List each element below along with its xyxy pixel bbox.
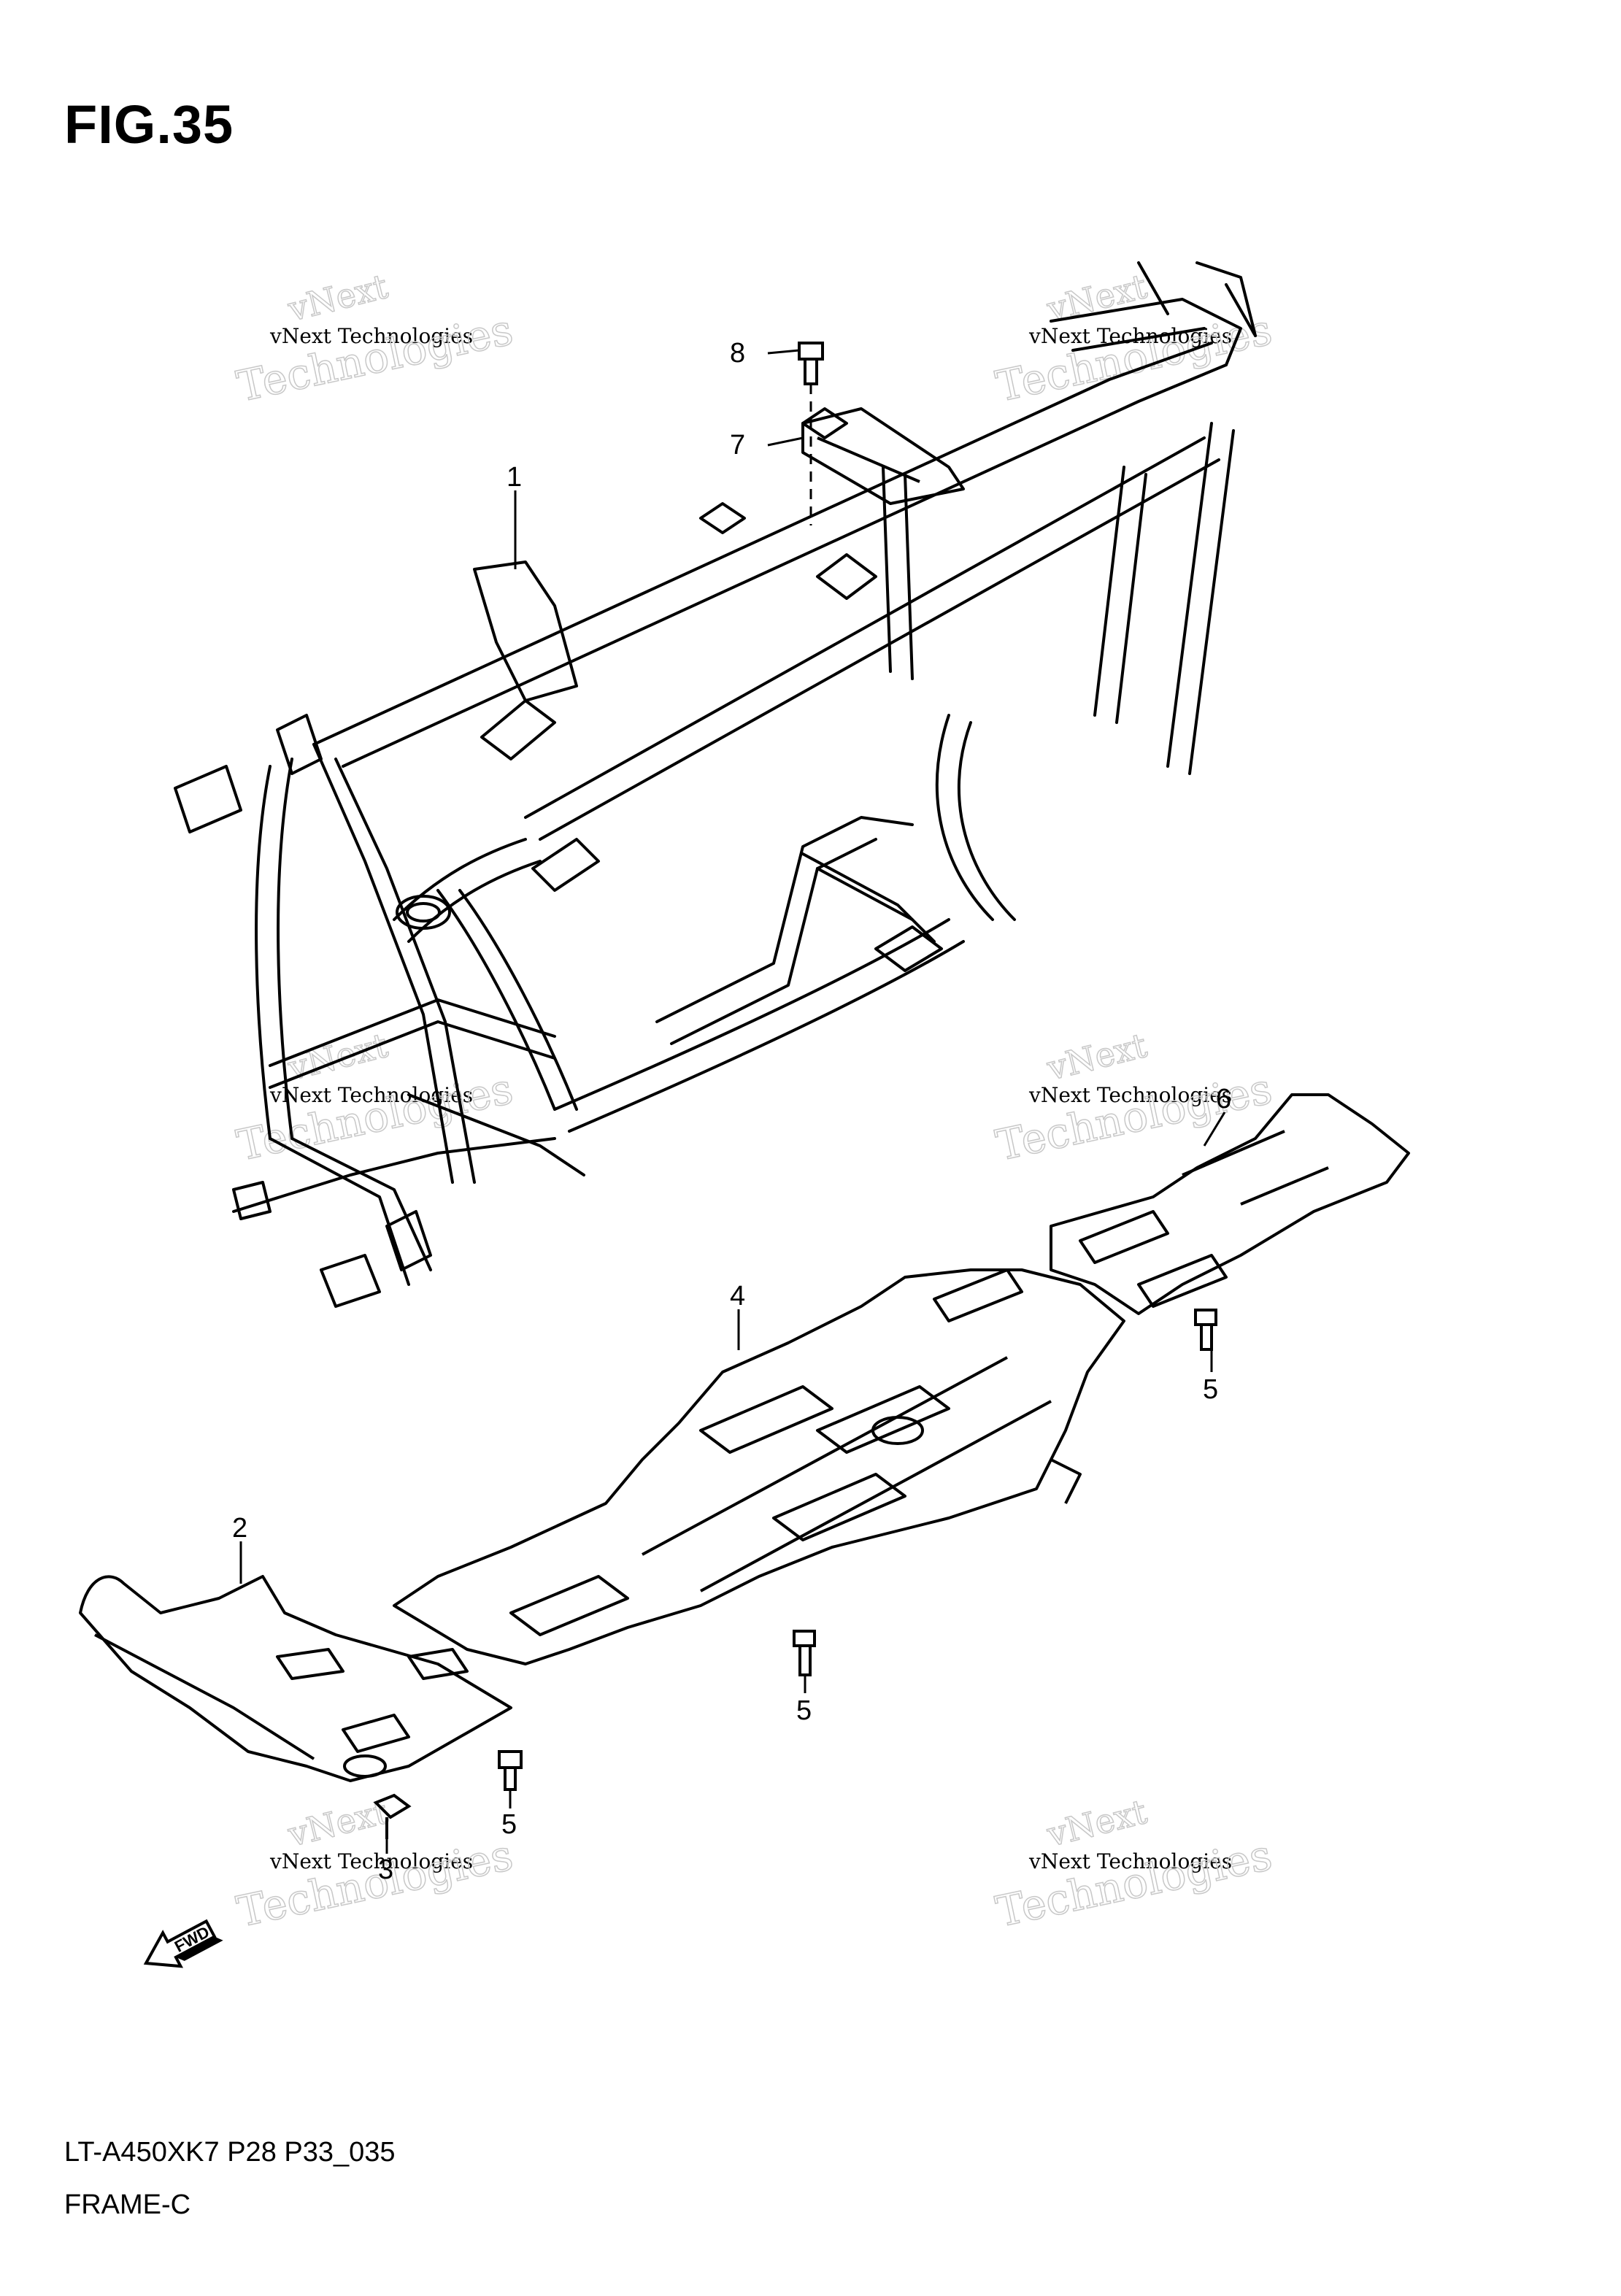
svg-text:vNext Technologies: vNext Technologies: [1028, 1849, 1232, 1873]
leader-lines: [239, 349, 1226, 1854]
svg-text:Technologies: Technologies: [992, 1830, 1277, 1936]
callout-6: 6: [1216, 1084, 1231, 1114]
bolt-part-5: [793, 1630, 816, 1676]
watermark: vNext vNext Technologies Technologies: [232, 1791, 517, 1937]
svg-text:vNext: vNext: [1043, 1025, 1151, 1088]
svg-text:Technologies: Technologies: [233, 1063, 517, 1170]
callout-4: 4: [730, 1281, 745, 1311]
bracket-part-7: [801, 407, 965, 505]
svg-text:Technologies: Technologies: [233, 1830, 517, 1936]
callout-1: 1: [507, 462, 522, 493]
callout-labels: 1 2 3 4 5 5 5 6 7 8: [232, 338, 1231, 1885]
svg-text:vNext Technologies: vNext Technologies: [269, 324, 473, 348]
svg-text:Technologies: Technologies: [992, 304, 1277, 411]
svg-text:vNext: vNext: [1043, 1792, 1151, 1854]
bolt-part-5: [498, 1750, 523, 1791]
page-title: FIG.35: [64, 94, 234, 155]
bolt-part-8: [798, 342, 824, 385]
fwd-arrow-icon: FWD: [143, 1919, 223, 1968]
svg-text:vNext: vNext: [284, 1792, 392, 1854]
callout-5: 5: [796, 1695, 812, 1726]
callout-3: 3: [378, 1854, 393, 1885]
svg-text:vNext Technologies: vNext Technologies: [1028, 1083, 1232, 1107]
callout-5: 5: [501, 1809, 517, 1840]
watermark: vNext vNext Technologies Technologies: [232, 266, 517, 412]
watermark: vNext vNext Technologies Technologies: [991, 1791, 1277, 1937]
svg-text:vNext Technologies: vNext Technologies: [269, 1849, 473, 1873]
callout-5: 5: [1203, 1374, 1218, 1405]
svg-text:vNext: vNext: [284, 1025, 392, 1088]
skid-plate-part-4: [393, 1268, 1125, 1665]
nut-part-3: [373, 1793, 412, 1839]
callout-2: 2: [232, 1513, 247, 1544]
section-name: FRAME-C: [64, 2189, 191, 2220]
callout-7: 7: [730, 430, 745, 461]
callout-8: 8: [730, 338, 745, 369]
skid-plate-part-6: [1050, 1093, 1410, 1315]
frame-part-1: [174, 261, 1257, 1308]
bolt-part-5: [1194, 1309, 1217, 1351]
svg-text:Technologies: Technologies: [233, 304, 517, 411]
model-code: LT-A450XK7 P28 P33_035: [64, 2137, 396, 2168]
skid-plate-part-2: [79, 1575, 512, 1782]
svg-text:vNext: vNext: [284, 266, 392, 329]
